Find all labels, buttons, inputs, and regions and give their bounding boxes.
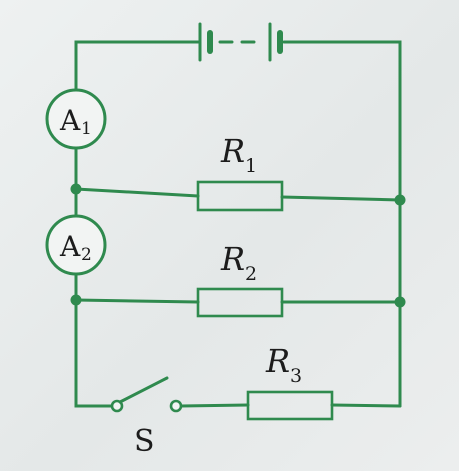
branch-r3: R 3 xyxy=(179,342,402,421)
battery-icon xyxy=(198,22,283,62)
switch-s: S xyxy=(110,376,183,459)
ammeter-a2-sub: 2 xyxy=(81,245,92,265)
resistor-r2-sub: 2 xyxy=(245,263,257,285)
resistor-r1-sub: 1 xyxy=(245,155,257,177)
branch-r2: R 2 xyxy=(74,240,402,318)
ammeter-a1: A 1 xyxy=(45,88,107,150)
resistor-r1-letter: R xyxy=(220,132,245,170)
resistor-r3-sub: 3 xyxy=(290,365,302,387)
left-wire xyxy=(74,144,114,408)
resistor-r2 xyxy=(196,287,284,318)
ammeter-a1-letter: A xyxy=(59,104,81,137)
ammeter-a2-letter: A xyxy=(59,230,81,263)
resistor-r3 xyxy=(246,390,334,421)
top-wire xyxy=(74,40,402,408)
ammeter-a2: A 2 xyxy=(45,214,107,276)
resistor-r1 xyxy=(196,180,284,212)
ammeter-a1-sub: 1 xyxy=(81,119,92,139)
junction-nodes xyxy=(70,183,406,308)
branch-r1: R 1 xyxy=(74,132,402,212)
resistor-r2-letter: R xyxy=(220,240,245,278)
switch-label: S xyxy=(134,424,155,459)
resistor-r3-letter: R xyxy=(265,342,290,380)
